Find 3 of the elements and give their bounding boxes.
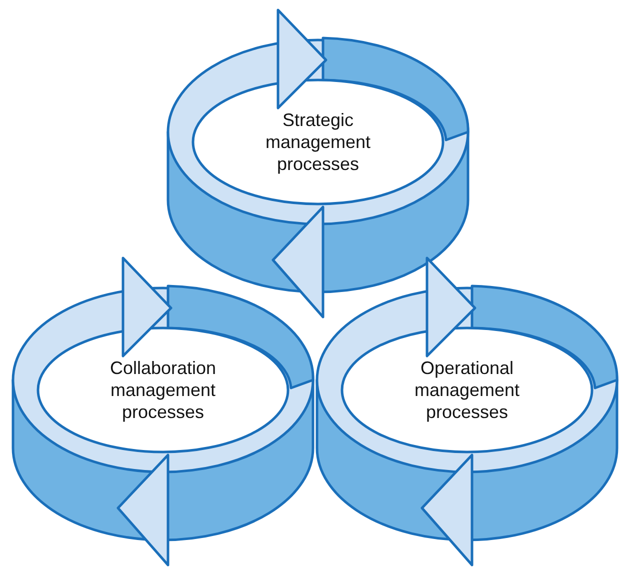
- process-label: Strategic management processes: [264, 109, 372, 175]
- process-label: Operational management processes: [413, 357, 521, 423]
- process-label: Collaboration management processes: [108, 357, 218, 423]
